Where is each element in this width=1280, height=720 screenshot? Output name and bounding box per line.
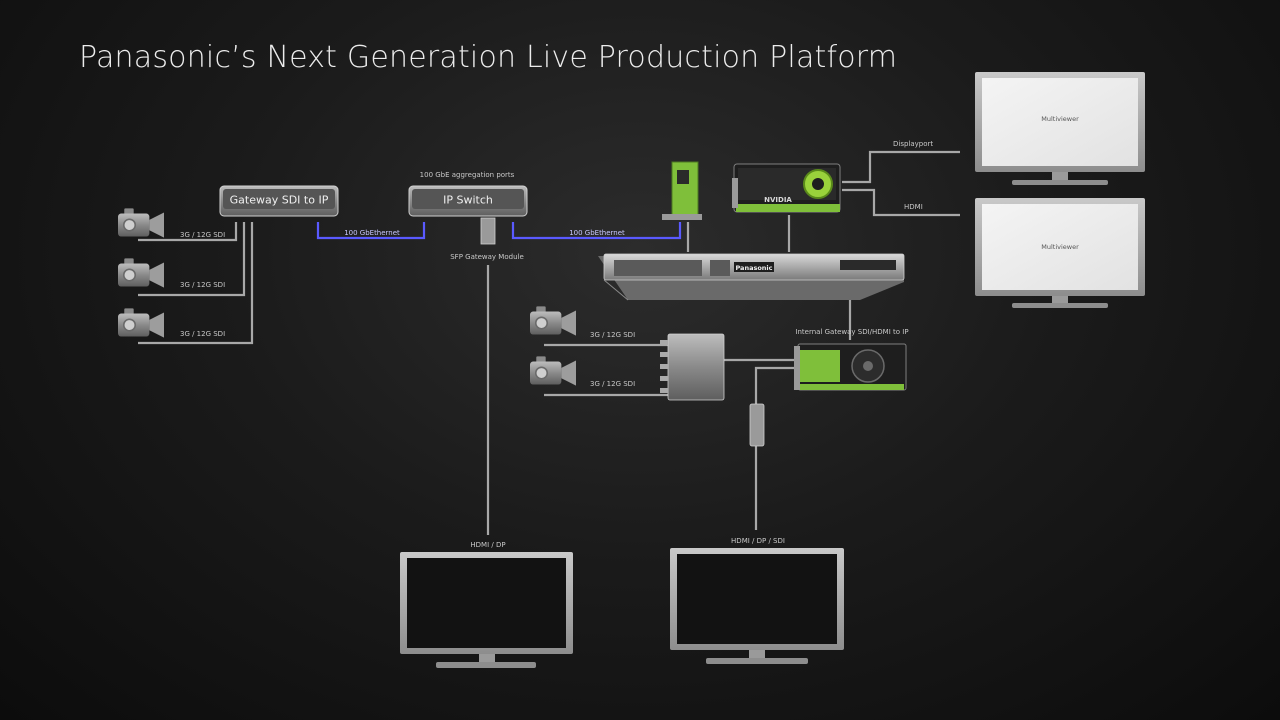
aggregation-ports-label: 100 GbE aggregation ports	[420, 171, 515, 179]
multiviewer-label: Multiviewer	[1041, 243, 1079, 251]
ethernet-label: 100 GbEthernet	[344, 229, 400, 237]
adapter-dongle	[749, 403, 765, 447]
hdmi-dp-label: HDMI / DP	[470, 541, 505, 549]
hdmi-label: HDMI	[904, 203, 923, 211]
cam-link-label: 3G / 12G SDI	[180, 281, 225, 289]
cam-link-label: 3G / 12G SDI	[590, 331, 635, 339]
multiviewer-label: Multiviewer	[1041, 115, 1079, 123]
output-monitor	[400, 552, 573, 668]
camera-icon	[118, 308, 164, 339]
cam-link-label: 3G / 12G SDI	[590, 380, 635, 388]
displayport-cable	[842, 150, 960, 184]
ethernet-links	[316, 222, 682, 240]
nvidia-gpu: NVIDIA	[732, 163, 841, 213]
hdmi-dp-sdi-label: HDMI / DP / SDI	[731, 537, 785, 545]
panasonic-server[interactable]: Panasonic	[598, 253, 905, 301]
camera-icon	[530, 356, 576, 387]
camera-icon	[530, 306, 576, 337]
ethernet-label: 100 GbEthernet	[569, 229, 625, 237]
camera-icon	[118, 208, 164, 239]
output-monitor	[670, 548, 844, 664]
cam-link-label: 3G / 12G SDI	[180, 231, 225, 239]
server-brand: Panasonic	[735, 264, 772, 272]
multiviewer-monitor: Multiviewer	[975, 72, 1145, 185]
sdi-converter-box	[660, 333, 725, 401]
camera-icon	[118, 258, 164, 289]
ip-switch[interactable]: IP Switch	[408, 185, 528, 217]
multiviewer-monitor: Multiviewer	[975, 198, 1145, 308]
gpu-brand: NVIDIA	[764, 196, 792, 204]
page-title: Panasonic’s Next Generation Live Product…	[79, 40, 898, 75]
gateway-monitor-cable	[754, 366, 798, 530]
cam-link-label: 3G / 12G SDI	[180, 330, 225, 338]
hdmi-cable	[842, 188, 960, 217]
displayport-label: Displayport	[893, 140, 933, 148]
camera-cables	[138, 222, 254, 345]
internal-gateway-card[interactable]	[794, 343, 907, 391]
gateway-sdi-to-ip[interactable]: Gateway SDI to IP	[219, 185, 339, 217]
pcie-network-card	[662, 161, 702, 220]
ip-switch-label: IP Switch	[443, 194, 493, 207]
sfp-gateway-module	[480, 217, 496, 245]
gateway-label: Gateway SDI to IP	[230, 194, 329, 207]
sfp-module-label: SFP Gateway Module	[450, 253, 524, 261]
internal-gateway-label: Internal Gateway SDI/HDMI to IP	[795, 328, 908, 336]
